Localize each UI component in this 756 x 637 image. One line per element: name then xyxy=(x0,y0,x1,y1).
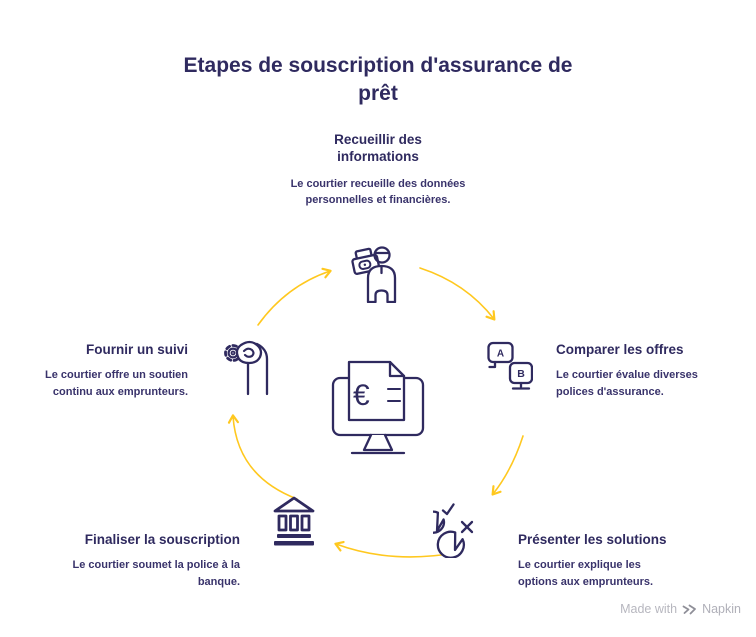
option-b-letter: B xyxy=(517,368,525,380)
step-description: Le courtier explique les options aux emp… xyxy=(518,559,654,588)
step-title: Comparer les offres xyxy=(556,342,684,357)
step-suivi: Fournir un suivi Le courtier offre un so… xyxy=(16,341,188,400)
step-title: Finaliser la souscription xyxy=(84,532,240,547)
step-title: Présenter les solutions xyxy=(518,532,667,547)
watermark: Made with Napkin xyxy=(620,602,741,616)
ab-screens-icon: A B xyxy=(487,341,533,390)
flow-arrow-right-to-bottomright xyxy=(491,435,524,496)
hand-gear-icon xyxy=(224,340,269,396)
step-description: Le courtier évalue diverses polices d'as… xyxy=(556,369,698,398)
step-description: Le courtier offre un soutien continu aux… xyxy=(44,369,188,398)
flow-arrow-left-to-top xyxy=(257,267,332,326)
step-presenter: Présenter les solutions Le courtier expl… xyxy=(518,531,703,590)
step-title: Recueillir des informations xyxy=(334,132,422,165)
step-description: Le courtier soumet la police à la banque… xyxy=(72,559,241,588)
step-comparer: Comparer les offres Le courtier évalue d… xyxy=(556,341,731,400)
watermark-brand: Napkin xyxy=(702,602,741,616)
person-wallet-icon xyxy=(351,246,397,303)
chat-check-cross-icon xyxy=(433,503,474,558)
step-description: Le courtier recueille des données person… xyxy=(290,177,466,207)
step-title: Fournir un suivi xyxy=(85,342,188,357)
watermark-prefix: Made with xyxy=(620,602,678,616)
flow-arrow-top-to-right xyxy=(419,267,496,321)
monitor-euro-document-icon: € xyxy=(331,360,425,455)
step-recueillir: Recueillir des informations Le courtier … xyxy=(268,131,488,209)
euro-symbol: € xyxy=(353,379,370,412)
page-title: Etapes de souscription d'assurance de pr… xyxy=(183,54,573,106)
napkin-logo-icon xyxy=(682,604,696,614)
bank-icon xyxy=(273,496,315,546)
flow-arrow-bottomleft-to-left xyxy=(227,414,298,500)
step-finaliser: Finaliser la souscription Le courtier so… xyxy=(45,531,241,590)
option-a-letter: A xyxy=(497,349,504,360)
